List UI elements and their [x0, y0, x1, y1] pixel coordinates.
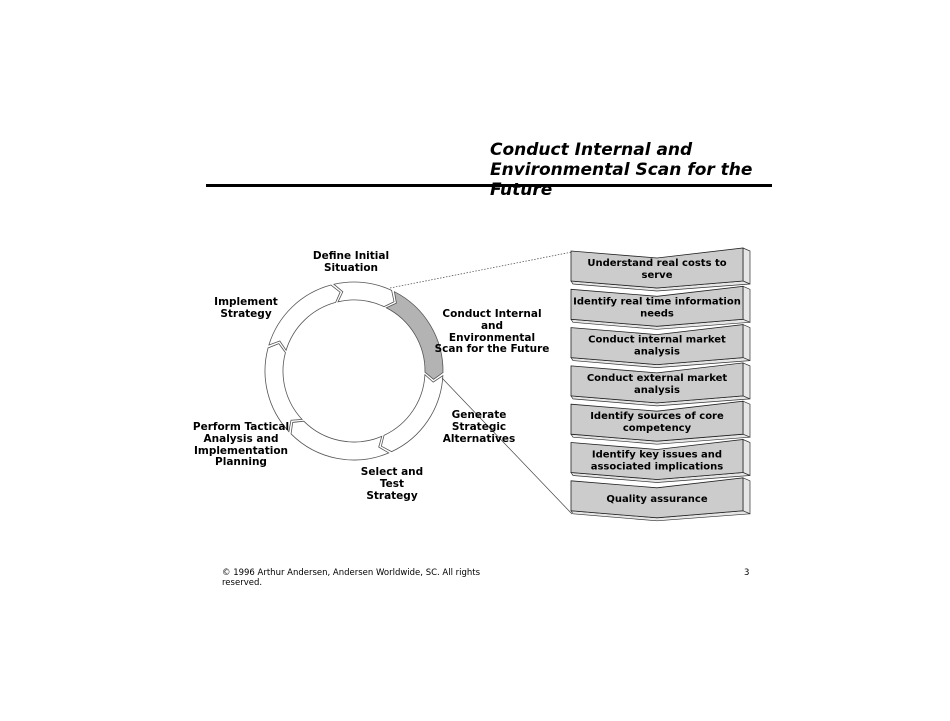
step-label: Identify real time information — [573, 296, 741, 307]
stage-label-line: Strategy — [220, 307, 272, 320]
step-label: associated implications — [591, 462, 724, 473]
footer-copyright: © 1996 Arthur Andersen, Andersen Worldwi… — [222, 568, 481, 588]
cycle-segment-define — [333, 281, 395, 308]
stage-label-line: Implement — [214, 296, 278, 308]
stage-label-line: Conduct Internal — [442, 308, 542, 320]
step-label: analysis — [634, 385, 680, 396]
chevron-side-face — [742, 477, 751, 515]
cycle-segment-generate — [380, 373, 444, 453]
step-label: Conduct external market — [587, 373, 728, 384]
step-label: Identify sources of core — [590, 411, 724, 422]
step-label: Quality assurance — [606, 494, 708, 505]
step-chevron: Quality assurance — [570, 477, 751, 522]
stage-label-line: Test — [379, 477, 405, 490]
stage-label-line: Implementation — [193, 444, 289, 457]
chevron-side-face — [742, 285, 751, 323]
chevron-front-face — [570, 477, 744, 519]
cycle-segment-conduct — [385, 290, 444, 380]
cycle-segment-select — [290, 420, 390, 461]
chevron-front-face — [570, 439, 744, 480]
chevron-front-face — [570, 362, 744, 404]
step-label: Identify key issues and — [592, 450, 722, 461]
stage-label-line: Analysis and — [203, 432, 279, 445]
chevron-side-face — [742, 400, 751, 438]
chevron-front-face — [570, 247, 744, 289]
stage-label-line: Select and — [360, 466, 424, 478]
step-label: competency — [623, 423, 692, 434]
chevron-front-face — [570, 324, 744, 366]
chevron-side-face — [742, 324, 751, 362]
stage-label-line: Planning — [215, 456, 267, 469]
chevron-side-face — [742, 247, 751, 285]
page-title: Conduct Internal and Environmental Scan … — [490, 140, 753, 200]
stage-label-line: Environmental — [448, 331, 536, 344]
stage-label-line: and — [480, 319, 504, 332]
step-label: Conduct internal market — [588, 335, 726, 346]
cycle-ring — [264, 281, 444, 461]
step-label: needs — [640, 308, 674, 319]
stage-label-line: Define Initial — [312, 250, 390, 262]
stage-label-line: Perform Tactical — [192, 421, 290, 433]
zoom-connector-top — [389, 251, 573, 289]
title-underline — [206, 184, 772, 187]
zoom-connectors — [389, 251, 573, 515]
cycle-segment-implement — [268, 284, 341, 352]
step-label: serve — [642, 270, 673, 281]
stage-label-line: Strategic — [451, 420, 507, 433]
chevron-front-face — [570, 285, 744, 327]
stage-label-line: Situation — [323, 261, 379, 274]
chevron-side-face — [742, 438, 751, 477]
stage-label-line: Generate — [451, 409, 507, 421]
stage-label-line: Scan for the Future — [434, 343, 550, 356]
chevron-front-face — [570, 400, 744, 442]
cycle-segment-perform — [264, 343, 303, 433]
zoom-connector-bottom — [441, 377, 573, 515]
step-label: analysis — [634, 347, 680, 358]
footer-page-number: 3 — [744, 568, 750, 578]
stage-label-line: Strategy — [366, 489, 418, 502]
chevron-side-face — [742, 362, 751, 400]
stage-label-line: Alternatives — [442, 432, 516, 445]
step-label: Understand real costs to — [587, 258, 726, 269]
